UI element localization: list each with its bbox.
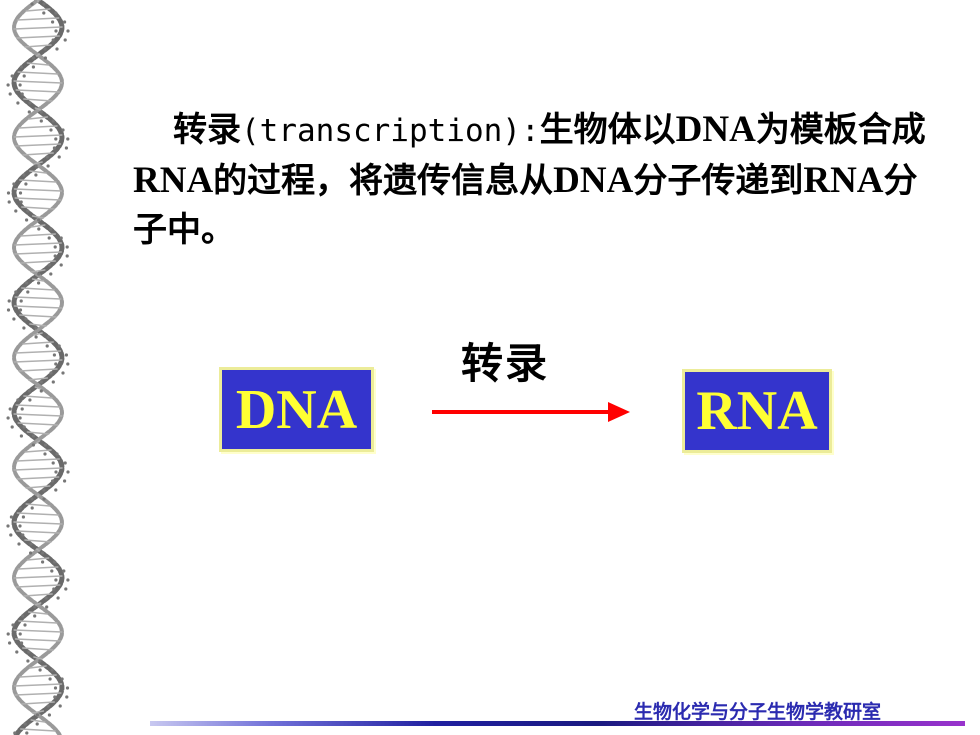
term-chinese: 转录 [173, 110, 241, 150]
term-colon: : [520, 113, 540, 149]
definition-text-5: 分子传递到 [633, 161, 804, 201]
term-english: (transcription) [241, 113, 521, 149]
definition-text-3: 合成 [857, 110, 926, 150]
process-label-transcription: 转录 [461, 339, 550, 388]
dna-box: DNA [219, 367, 374, 452]
definition-rna-2: RNA [803, 160, 884, 201]
definition-dna-1: DNA [675, 109, 756, 150]
rna-box: RNA [682, 369, 832, 453]
dna-box-label: DNA [235, 378, 358, 441]
transcription-arrow [432, 402, 630, 422]
definition-text-1: 生物体以 [539, 110, 676, 150]
definition-text-2: 为模板 [755, 110, 858, 150]
definition-dna-2: DNA [553, 160, 634, 201]
footer-divider-line [150, 721, 965, 726]
definition-rna-1: RNA [133, 160, 214, 201]
transcription-definition: 转录(transcription):生物体以DNA为模板合成RNA的过程，将遗传… [133, 105, 943, 255]
dna-helix-decoration [6, 0, 70, 735]
definition-text-4: 的过程，将遗传信息从 [213, 161, 554, 201]
footer-department: 生物化学与分子生物学教研室 [634, 701, 882, 723]
definition-text-6: 分子中。 [133, 161, 918, 250]
rna-box-label: RNA [696, 380, 818, 442]
